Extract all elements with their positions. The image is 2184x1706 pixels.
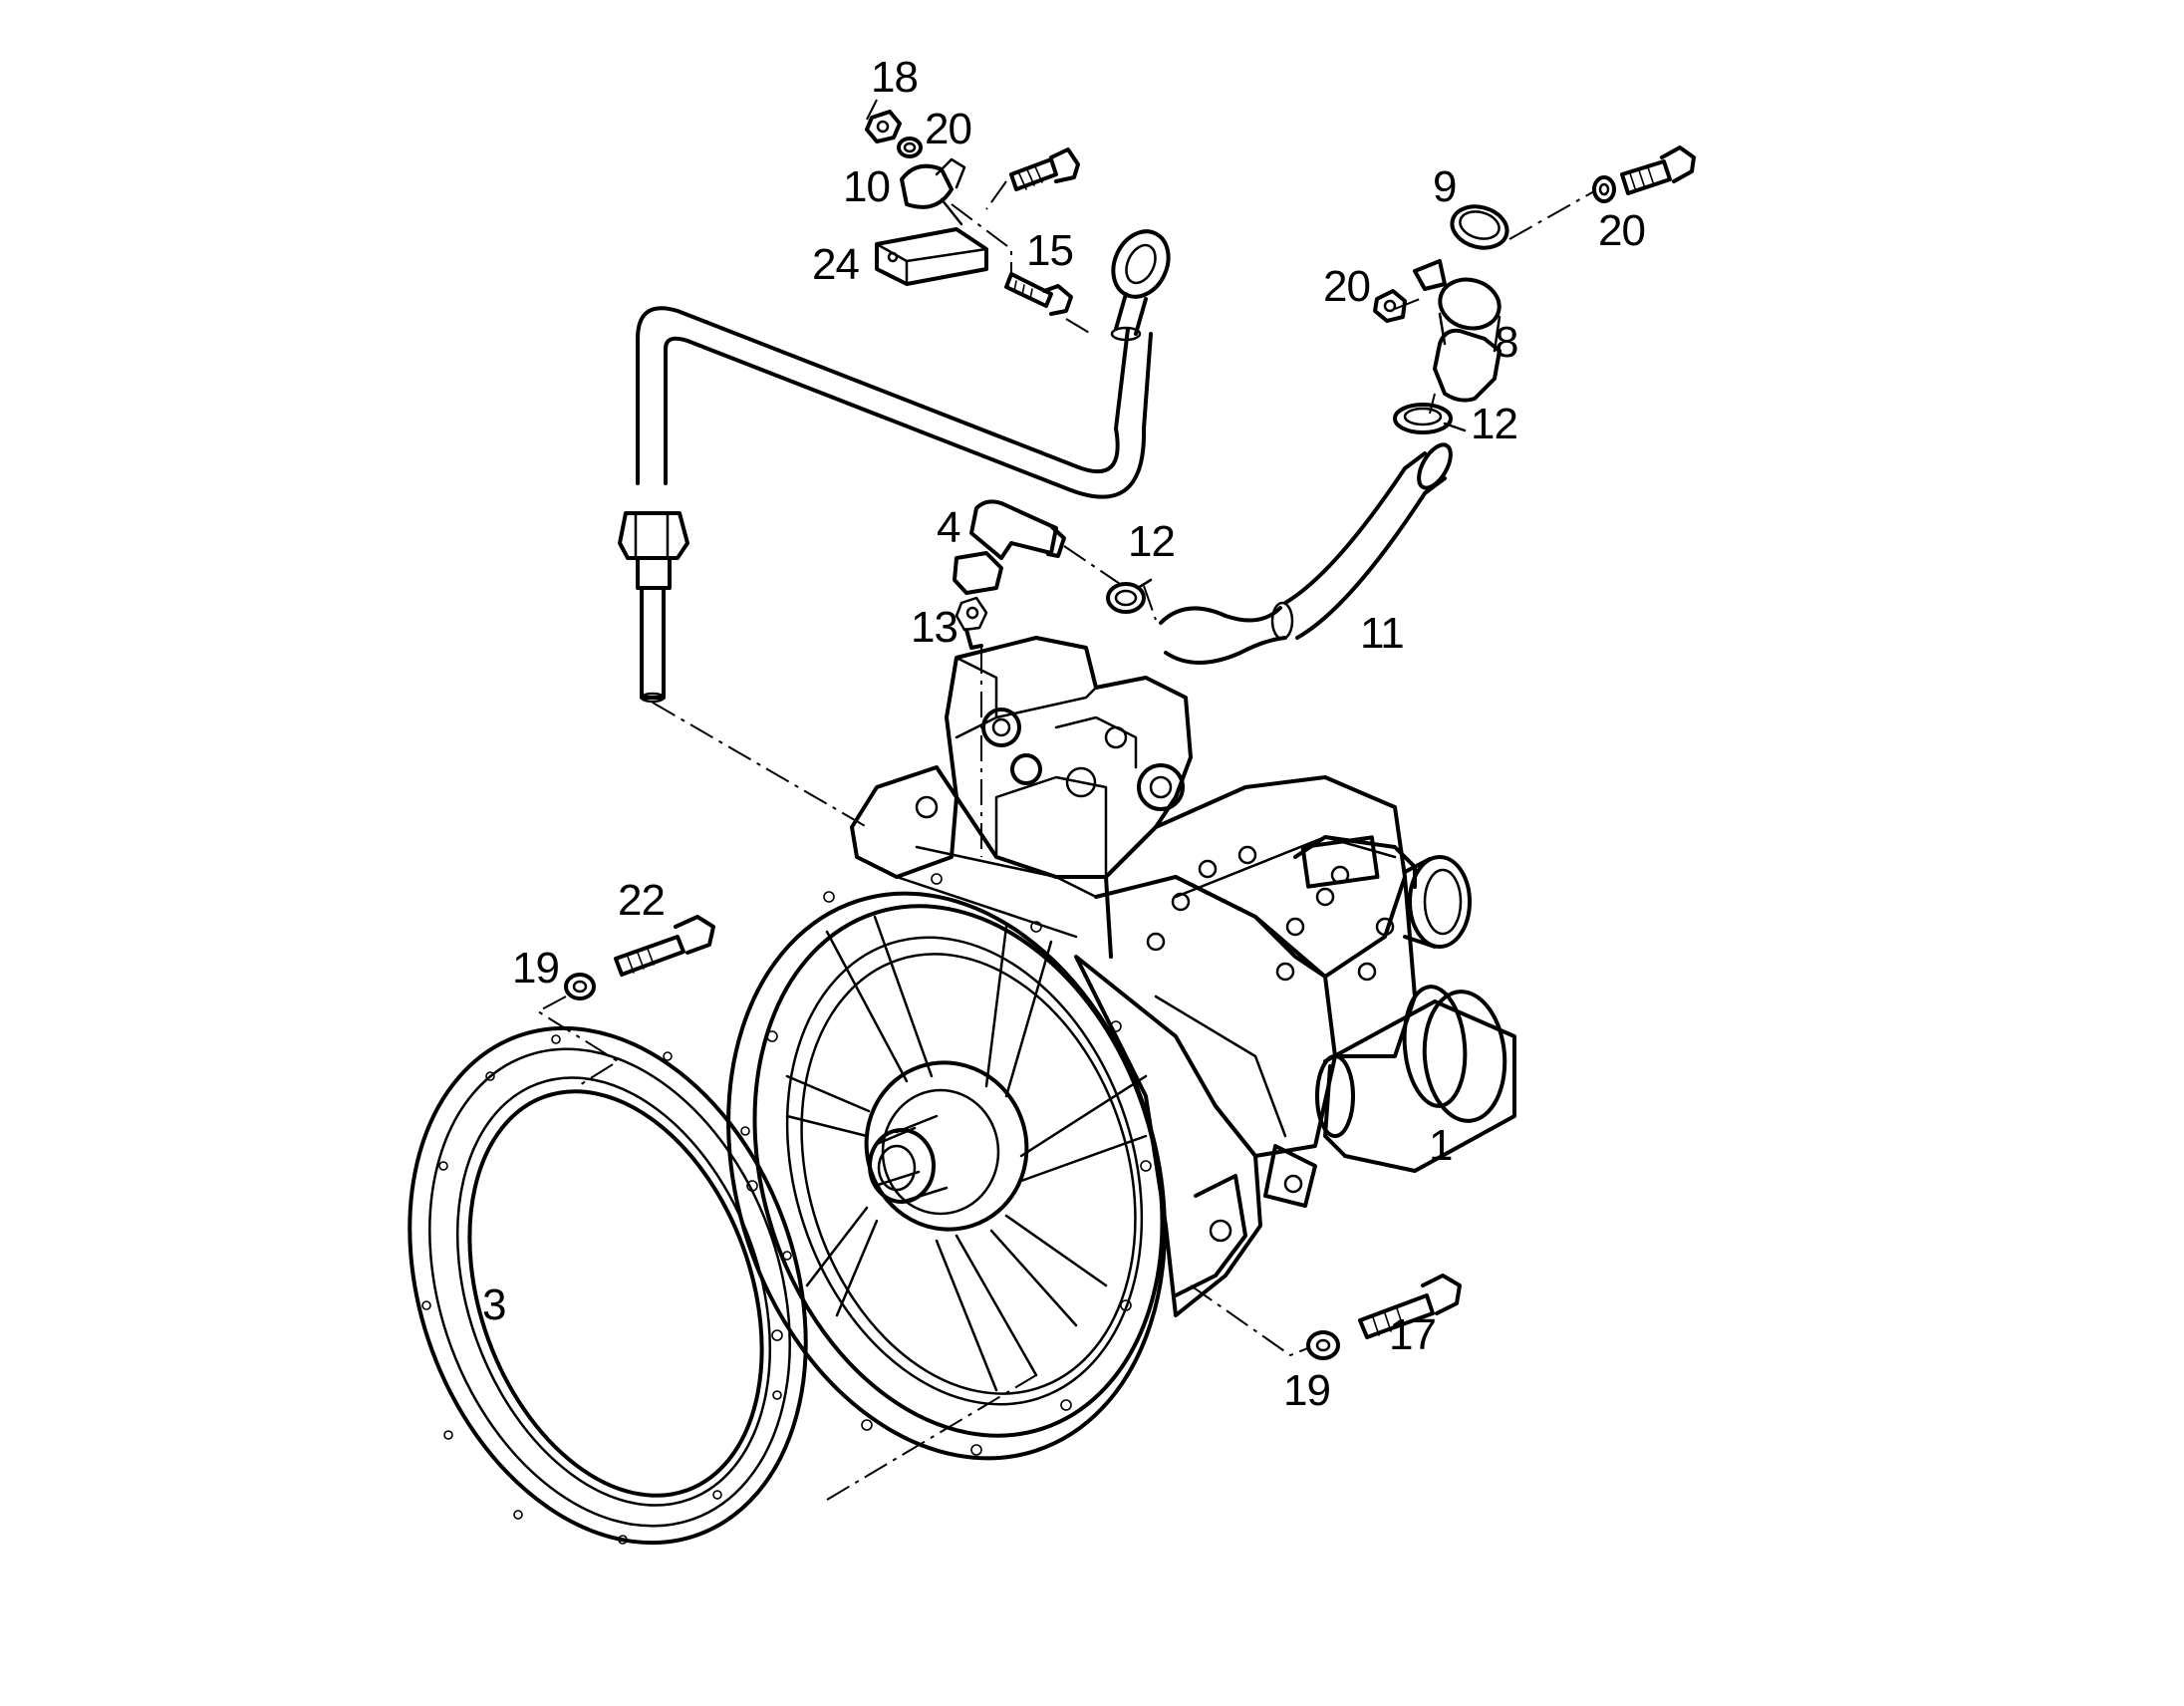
callout-20-breather: 20: [1323, 262, 1371, 311]
callout-4: 4: [937, 503, 961, 552]
elbow-fitting: [953, 499, 1066, 650]
bolt-17: [1306, 1274, 1462, 1360]
assembly-leader-lines: [536, 99, 1595, 1501]
callout-20-top-left: 20: [925, 105, 972, 153]
suction-hose: [1106, 145, 1696, 665]
callout-12-lower: 12: [1128, 517, 1176, 566]
callout-19-right: 19: [1283, 1366, 1331, 1415]
callout-13: 13: [911, 603, 958, 652]
pump-body: [850, 636, 1516, 1317]
callout-19-left: 19: [512, 944, 560, 993]
callout-3: 3: [482, 1280, 507, 1329]
callout-17: 17: [1389, 1310, 1437, 1359]
callout-12-upper: 12: [1471, 400, 1518, 448]
flywheel-housing: [726, 873, 1167, 1461]
callout-10: 10: [843, 162, 891, 211]
callout-20-top-right: 20: [1598, 206, 1646, 255]
callout-24: 24: [812, 240, 860, 289]
bolt-22: [564, 915, 715, 1000]
callout-18: 18: [871, 53, 919, 102]
drain-hose: [618, 229, 1171, 704]
callout-22: 22: [618, 876, 666, 925]
callout-11: 11: [1360, 609, 1405, 658]
callout-15: 15: [1026, 226, 1074, 275]
callout-9: 9: [1433, 162, 1458, 211]
callout-1: 1: [1429, 1121, 1454, 1170]
callout-8: 8: [1495, 318, 1519, 367]
bracket-assembly: [865, 110, 1080, 316]
gasket-ring: [408, 1025, 808, 1546]
